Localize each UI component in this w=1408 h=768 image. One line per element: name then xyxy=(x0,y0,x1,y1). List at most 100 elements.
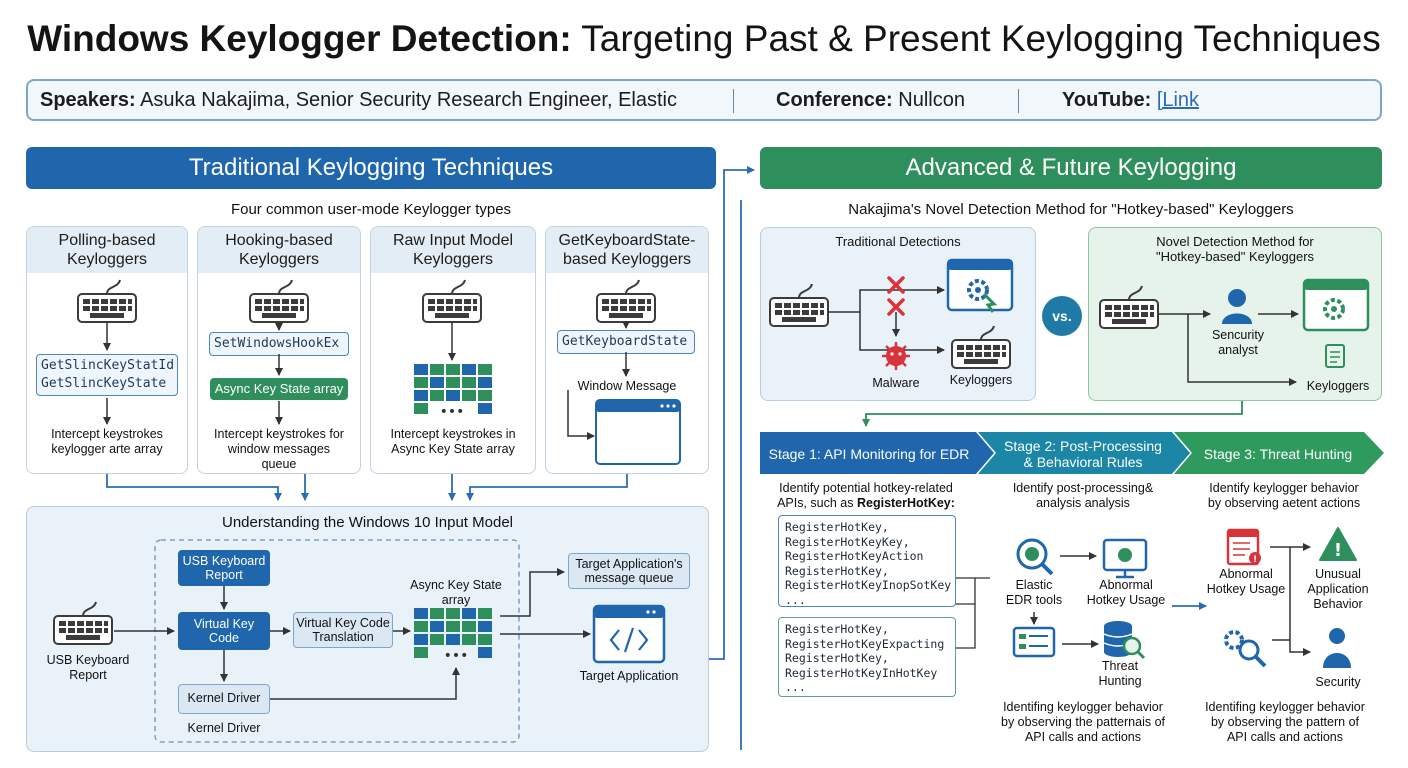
caption-line: Report xyxy=(69,668,107,682)
connector-arrow xyxy=(106,474,282,501)
info-bar: Speakers: Asuka Nakajima, Senior Securit… xyxy=(26,79,1382,121)
label-line: Behavior xyxy=(1313,597,1363,611)
stage-label-line: & Behavioral Rules xyxy=(1023,454,1143,470)
page-title: Windows Keylogger Detection: Targeting P… xyxy=(0,18,1408,60)
caption-line: array xyxy=(441,593,471,607)
advanced-banner: Advanced & Future Keylogging xyxy=(760,147,1382,189)
label-line: EDR tools xyxy=(1005,593,1063,607)
input-model-title: Understanding the Windows 10 Input Model xyxy=(221,514,513,531)
monitor-chart-icon xyxy=(1102,538,1148,579)
conference-info: Conference: Nullcon xyxy=(776,89,965,112)
stage-3-description: Identify keylogger behavior by observing… xyxy=(1190,481,1378,511)
window-text: message xyxy=(612,439,664,453)
box-text: USB Keyboard xyxy=(182,554,266,568)
caption-line: Async Key State array xyxy=(391,442,515,456)
getkeyboardstate-code-box: GetKeyboardState xyxy=(557,330,695,354)
card-title: Hooking-based Keyloggers xyxy=(198,227,360,273)
label-line: Abnormal xyxy=(1099,578,1153,592)
label-line: Application xyxy=(1307,582,1369,596)
label-line: Unusual xyxy=(1315,567,1361,581)
title-line: Novel Detection Method for xyxy=(1156,234,1314,249)
card-title-line: based Keyloggers xyxy=(562,251,692,268)
api-item: RegisterHotKey, xyxy=(785,563,889,578)
card-title-line: Raw Input Model xyxy=(392,232,514,249)
virtual-key-code-box: Virtual Key Code xyxy=(178,612,270,650)
malware-label: Malware xyxy=(872,376,920,390)
window-message-label: Window Message xyxy=(577,379,677,393)
speakers-label: Speakers: xyxy=(40,89,136,111)
polling-code-box: GetSlincKeyStatId GetSlincKeyState xyxy=(36,354,178,396)
caption-line: Async Key State xyxy=(410,578,502,592)
box-text: Virtual Key Code xyxy=(296,616,390,630)
conference-label: Conference: xyxy=(776,89,893,111)
card-title-line: GetKeyboardState- xyxy=(558,232,696,249)
abnormal-hotkey-usage-label: Abnormal Hotkey Usage xyxy=(1200,567,1292,597)
info-separator xyxy=(733,89,734,113)
title-bold: Windows Keylogger Detection: xyxy=(27,18,572,59)
target-application-caption: Target Application xyxy=(579,669,679,683)
caption-line: queue xyxy=(261,457,297,471)
label-line: analyst xyxy=(1218,343,1258,357)
caption-line: USB Keyboard xyxy=(46,653,130,667)
card-title: GetKeyboardState- based Keyloggers xyxy=(546,227,708,273)
api-item: RegisterHotKeyKey, xyxy=(785,534,910,549)
gear-search-icon xyxy=(1224,630,1267,668)
flow-line xyxy=(955,604,976,649)
raw-input-caption: Intercept keystrokes in Async Key State … xyxy=(372,427,534,457)
abnormal-hotkey-label: Abnormal Hotkey Usage xyxy=(1080,578,1172,608)
async-key-state-pill: Async Key State array xyxy=(210,378,348,400)
caption-line: Intercept keystrokes xyxy=(51,427,163,441)
elastic-edr-label: Elastic EDR tools xyxy=(1000,578,1068,608)
speakers-value: Asuka Nakajima, Senior Security Research… xyxy=(140,89,677,111)
footer-line: API calls and actions xyxy=(1024,730,1142,744)
trad-keyloggers-label: Keyloggers xyxy=(949,373,1013,387)
api-item: RegisterHotKeyInopSotKey xyxy=(785,578,952,592)
traditional-banner: Traditional Keylogging Techniques xyxy=(26,147,716,189)
youtube-info: YouTube: [Link xyxy=(1062,89,1199,112)
usb-keyboard-report-caption: USB Keyboard Report xyxy=(38,653,138,683)
hotkey-api-list-2: RegisterHotKey, RegisterHotKeyExpacting … xyxy=(778,617,956,697)
description-line: analysis analysis xyxy=(1036,496,1130,510)
api-item: RegisterHotKey, xyxy=(785,622,889,636)
youtube-link[interactable]: [Link xyxy=(1156,89,1200,111)
security-analyst-label: Sencurity analyst xyxy=(1200,328,1276,358)
usb-keyboard-report-box: USB Keyboard Report xyxy=(178,550,270,586)
kernel-driver-box: Kernel Driver xyxy=(178,684,270,714)
title-rest: Targeting Past & Present Keylogging Tech… xyxy=(581,18,1381,59)
footer-line: by observing the pattern of xyxy=(1210,715,1359,729)
api-item: RegisterHotKey, xyxy=(785,651,889,665)
card-title-line: Polling-based xyxy=(58,232,156,249)
stage-3-footer: Identifing keylogger behavior by observi… xyxy=(1186,700,1384,745)
flow-line xyxy=(955,578,976,605)
hotkey-api-list-1: RegisterHotKey, RegisterHotKeyKey, Regis… xyxy=(778,515,956,607)
conference-value: Nullcon xyxy=(898,89,965,111)
caption-line: Intercept keystrokes for xyxy=(214,427,344,441)
window-text: Window xyxy=(615,424,661,438)
hooking-caption: Intercept keystrokes for window messages… xyxy=(199,427,359,472)
threat-hunting-label: Threat Hunting xyxy=(1088,659,1152,689)
security-user-icon xyxy=(1323,628,1351,668)
code-line: GetSlincKeyState xyxy=(41,376,167,391)
card-title-line: Hooking-based xyxy=(225,232,333,249)
stage-1-description: Identify potential hotkey-related APIs, … xyxy=(764,481,968,511)
traditional-subtitle: Four common user-mode Keylogger types xyxy=(230,201,512,218)
caption-line: keylogger arte array xyxy=(51,442,163,456)
connector-arrow xyxy=(709,166,755,660)
svg-text:!: ! xyxy=(1334,540,1342,561)
description-text: APIs, such as xyxy=(777,496,854,510)
description-line: Identify post-processing& xyxy=(1012,481,1154,495)
footer-line: API calls and actions xyxy=(1226,730,1344,744)
async-key-state-caption: Async Key State array xyxy=(400,578,512,608)
footer-line: Identifing keylogger behavior xyxy=(1205,700,1365,714)
footer-line: by observing the patternais of xyxy=(1001,715,1165,729)
window-message-box-label: Window message xyxy=(596,424,680,454)
card-title-line: Keyloggers xyxy=(412,251,494,268)
stage-2-description: Identify post-processing& analysis analy… xyxy=(994,481,1172,511)
unusual-behavior-label: Unusual Application Behavior xyxy=(1298,567,1378,612)
connector-arrow xyxy=(466,474,628,501)
description-bold: RegisterHotKey: xyxy=(856,496,955,510)
message-queue-box: Target Application's message queue xyxy=(568,553,690,589)
stage-2-label: Stage 2: Post-Processing & Behavioral Ru… xyxy=(994,438,1172,478)
description-line: Identify keylogger behavior xyxy=(1209,481,1359,495)
stage-2-footer: Identifing keylogger behavior by observi… xyxy=(984,700,1182,745)
